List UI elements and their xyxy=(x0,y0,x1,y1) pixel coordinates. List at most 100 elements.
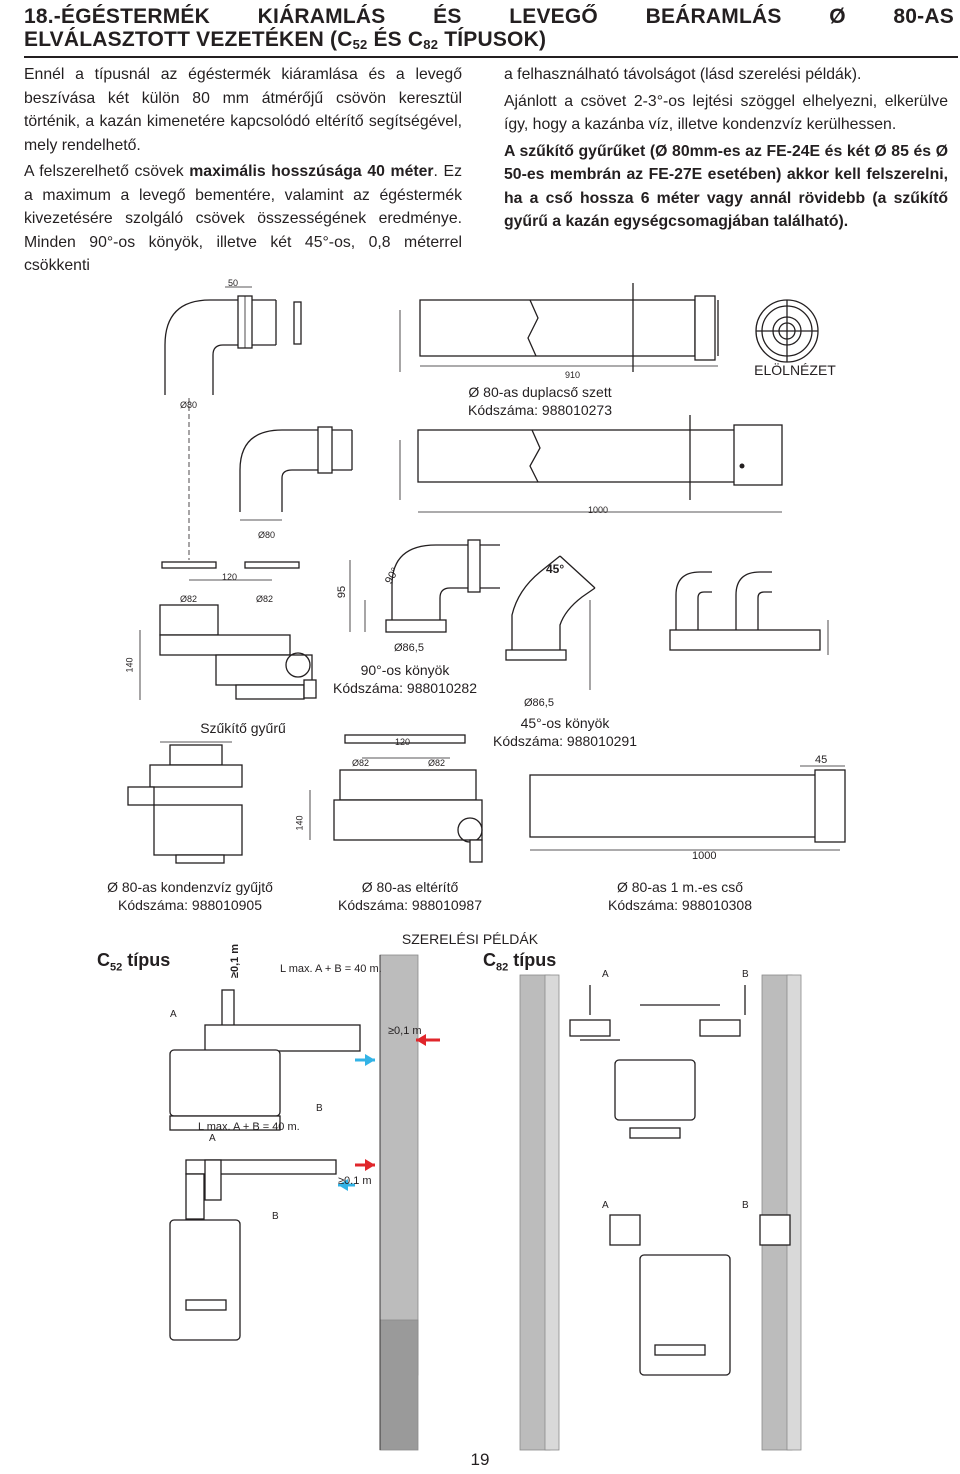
c82-label-a2: A xyxy=(602,1200,609,1211)
reducer-ring-label: Szűkítő gyűrű xyxy=(200,720,286,736)
part-code: Kódszáma: 988010291 xyxy=(493,733,637,749)
paragraph-text: . Ez a maximum a levegő bementére, valam… xyxy=(24,163,462,274)
elbow-90-drawing xyxy=(349,539,500,633)
c52-installation-drawing xyxy=(169,954,440,1451)
title-word: Ø xyxy=(829,5,846,28)
right-text-column: a felhasználható távolságot (lásd szerel… xyxy=(504,63,948,234)
dim-label: Ø86,5 xyxy=(394,642,424,654)
c52-label-a: A xyxy=(170,1009,177,1020)
part-name: 90°-os könyök xyxy=(360,662,450,678)
elbow-90-caption: 90°-os könyök Kódszáma: 988010282 xyxy=(330,661,480,697)
installation-heading: SZERELÉSI PÉLDÁK xyxy=(401,931,539,947)
condensate-collector-drawing xyxy=(127,604,317,864)
c82-label-b2: B xyxy=(742,1200,749,1211)
diverter-drawing xyxy=(309,734,483,863)
dim-label: 140 xyxy=(124,657,135,673)
title-word: 18.-ÉGÉSTERMÉK xyxy=(24,5,211,28)
paragraph: Ennél a típusnál az égéstermék kiáramlás… xyxy=(24,66,462,154)
paragraph-text: A felszerelhető csövek xyxy=(24,163,190,180)
c82-installation-drawing xyxy=(519,974,802,1451)
pipe-1m-drawing xyxy=(529,765,846,851)
c52-label-b: B xyxy=(316,1103,323,1114)
page-number: 19 xyxy=(470,1450,490,1469)
c52-type-label: C52 típus xyxy=(97,950,170,974)
dim-label: 910 xyxy=(565,370,581,380)
title-word: ÉS xyxy=(433,5,462,28)
part-name: 45°-os könyök xyxy=(520,715,610,731)
part-code: Kódszáma: 988010308 xyxy=(608,897,752,913)
c52-min-distance: ≥0,1 m xyxy=(229,943,242,979)
dim-label: Ø82 xyxy=(180,594,198,604)
paragraph: a felhasználható távolságot (lásd szerel… xyxy=(504,66,862,83)
dim-label: Ø80 xyxy=(258,530,276,540)
dim-label: 50 xyxy=(228,278,239,288)
dim-label: 1000 xyxy=(588,505,609,515)
twin-elbows-drawing xyxy=(669,571,829,655)
dim-label: 120 xyxy=(395,737,411,747)
dim-label: 140 xyxy=(294,815,305,831)
paragraph-bold: maximális hosszúsága 40 méter xyxy=(189,163,434,180)
part-code: Kódszáma: 988010987 xyxy=(338,897,482,913)
part-code: Kódszáma: 988010282 xyxy=(333,680,477,696)
front-view-label: ELÖLNÉZET xyxy=(754,362,836,378)
c52-min-distance-2: ≥0.1 m xyxy=(338,1175,372,1187)
title-line-1: 18.-ÉGÉSTERMÉK KIÁRAMLÁS ÉS LEVEGŐ BEÁRA… xyxy=(24,5,954,28)
duplex-pipe-drawing xyxy=(399,283,783,513)
c82-label-a: A xyxy=(602,969,609,980)
part-code: Kódszáma: 988010905 xyxy=(118,897,262,913)
type-text: típus xyxy=(508,950,557,970)
dim-label: 45° xyxy=(546,562,565,576)
page-title: 18.-ÉGÉSTERMÉK KIÁRAMLÁS ÉS LEVEGŐ BEÁRA… xyxy=(24,5,954,56)
c82-label-b: B xyxy=(742,969,749,980)
title-word: LEVEGŐ xyxy=(509,5,598,28)
type-text: C xyxy=(97,950,110,970)
title-subscript: 82 xyxy=(423,37,439,52)
part-name: Ø 80-as duplacső szett xyxy=(468,384,612,400)
dim-label: Ø82 xyxy=(256,594,274,604)
dim-label: 120 xyxy=(222,572,238,582)
type-text: típus xyxy=(122,950,171,970)
front-view-drawing xyxy=(755,299,819,363)
dim-label: 95 xyxy=(336,585,349,599)
diverter-caption: Ø 80-as eltérítő Kódszáma: 988010987 xyxy=(320,878,500,914)
part-code: Kódszáma: 988010273 xyxy=(468,402,612,418)
paragraph: A felszerelhető csövek maximális hosszús… xyxy=(24,160,462,278)
type-subscript: 82 xyxy=(496,961,509,974)
dim-label: Ø82 xyxy=(428,758,446,768)
paragraph: A szűkítő gyűrűket (Ø 80mm-es az FE-24E … xyxy=(504,140,948,234)
type-subscript: 52 xyxy=(110,961,123,974)
title-word: BEÁRAMLÁS xyxy=(645,5,782,28)
pipe-1m-caption: Ø 80-as 1 m.-es cső Kódszáma: 988010308 xyxy=(590,878,770,914)
c52-label-b2: B xyxy=(272,1211,279,1222)
title-text: ÉS C xyxy=(367,28,424,51)
c82-type-label: C82 típus xyxy=(483,950,556,974)
dim-label: Ø80 xyxy=(180,400,198,410)
rings-drawing xyxy=(161,561,300,581)
left-text-column: Ennél a típusnál az égéstermék kiáramlás… xyxy=(24,63,462,278)
paragraph: Ajánlott a csövet 2-3°-os lejtési szögge… xyxy=(504,92,948,134)
title-subscript: 52 xyxy=(352,37,368,52)
dim-label: Ø86,5 xyxy=(524,697,554,709)
duplex-pipe-caption: Ø 80-as duplacső szett Kódszáma: 9880102… xyxy=(440,383,640,419)
elbow-drawing-top xyxy=(164,286,302,560)
title-rule xyxy=(24,56,958,58)
elbow-45-drawing xyxy=(505,555,596,690)
part-name: Ø 80-as 1 m.-es cső xyxy=(616,879,744,895)
title-text: TÍPUSOK) xyxy=(438,28,547,51)
paragraph-bold: A szűkítő gyűrűket (Ø 80mm-es az FE-24E … xyxy=(504,142,948,231)
c82-min-distance: ≥0,1 m xyxy=(388,1025,422,1037)
c52-label-a2: A xyxy=(209,1133,216,1144)
c52-lmax-top: L max. A + B = 40 m. xyxy=(280,963,382,975)
elbow-drawing-bottom xyxy=(239,426,353,521)
dim-label: 45 xyxy=(815,754,828,766)
part-name: Ø 80-as eltérítő xyxy=(361,879,459,895)
title-word: 80-AS xyxy=(893,5,954,28)
dim-label: 1000 xyxy=(692,850,717,862)
part-name: Ø 80-as kondenzvíz gyűjtő xyxy=(107,879,273,895)
c52-lmax-bottom: L max. A + B = 40 m. xyxy=(198,1121,300,1133)
title-line-2: ELVÁLASZTOTT VEZETÉKEN (C52 ÉS C82 TÍPUS… xyxy=(24,28,954,56)
title-word: KIÁRAMLÁS xyxy=(257,5,386,28)
elbow-45-caption: 45°-os könyök Kódszáma: 988010291 xyxy=(480,714,650,750)
dim-label: Ø82 xyxy=(352,758,370,768)
